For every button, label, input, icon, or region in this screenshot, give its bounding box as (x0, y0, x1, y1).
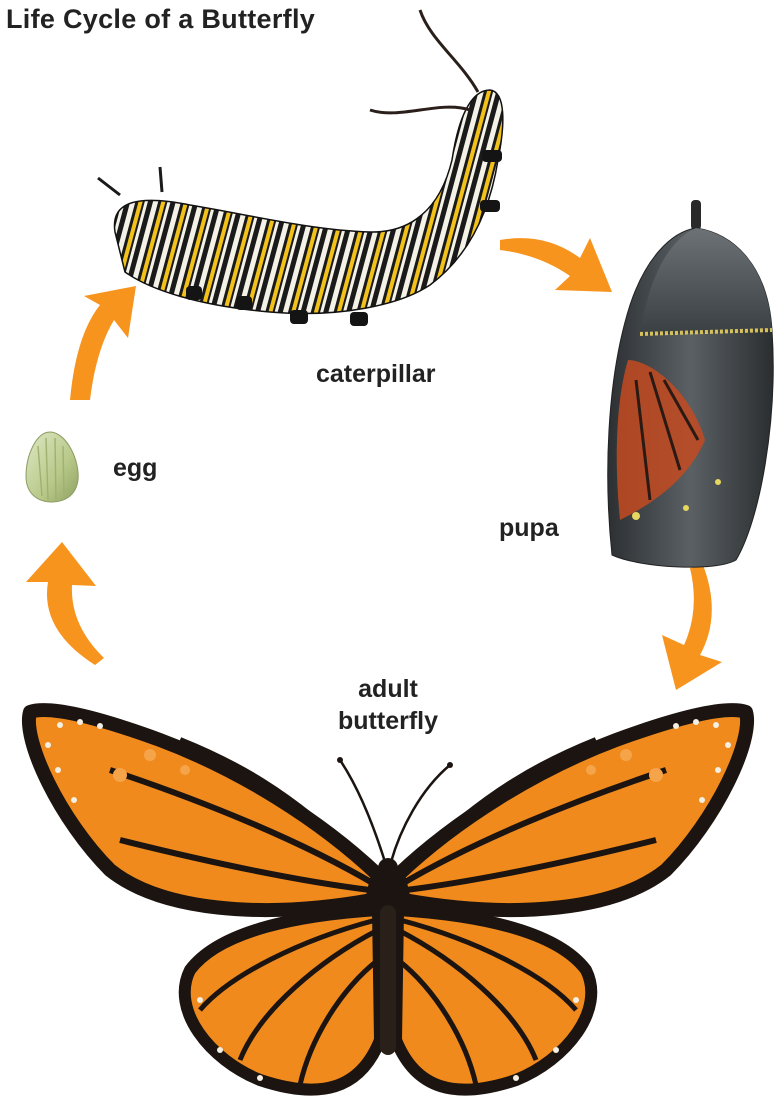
stage-label-caterpillar: caterpillar (316, 359, 436, 389)
stage-label-adult-line2: butterfly (318, 705, 458, 737)
arrow-pupa-to-adult (662, 565, 722, 690)
stage-label-egg: egg (113, 453, 157, 483)
pupa-illustration (608, 200, 773, 567)
cycle-arrow-icon (662, 565, 722, 690)
stage-label-adult-butterfly: adult butterfly (318, 673, 458, 737)
arrow-egg-to-caterpillar (70, 286, 136, 400)
stage-label-adult-line1: adult (318, 673, 458, 705)
arrow-caterpillar-to-pupa (500, 238, 612, 292)
arrow-adult-to-egg (26, 542, 104, 665)
egg-illustration (26, 432, 78, 502)
cycle-arrow-icon (70, 286, 136, 400)
stage-label-pupa: pupa (499, 513, 559, 543)
butterfly-illustration (29, 710, 747, 1090)
cycle-arrow-icon (500, 238, 612, 292)
cycle-arrow-icon (26, 542, 104, 665)
caterpillar-illustration (98, 10, 503, 326)
